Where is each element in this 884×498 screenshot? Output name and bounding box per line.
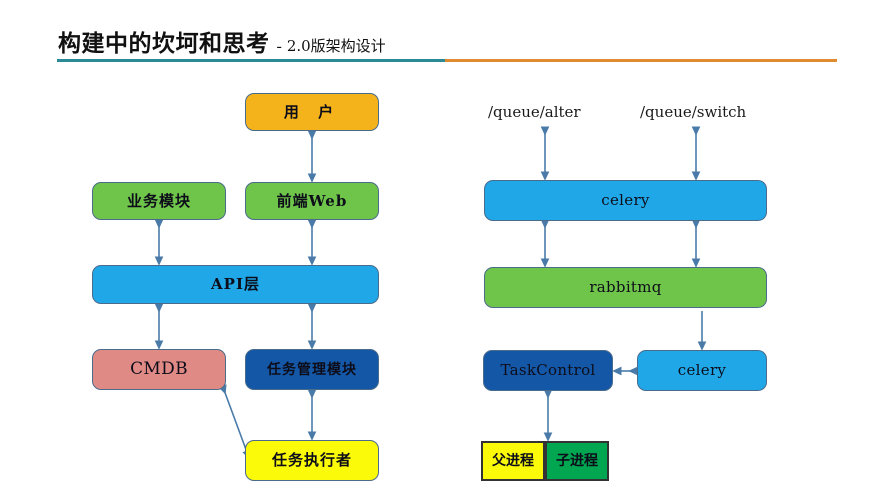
node-frontend-web[interactable]: 前端Web — [245, 182, 379, 220]
node-child-process[interactable]: 子进程 — [545, 441, 609, 481]
header-rule-left — [57, 59, 445, 62]
node-cmdb[interactable]: CMDB — [92, 349, 226, 390]
slide-header: 构建中的坎坷和思考 - 2.0版架构设计 — [0, 0, 884, 70]
node-task-control[interactable]: TaskControl — [483, 350, 613, 391]
page-title-subtitle: 2.0版架构设计 — [286, 37, 386, 55]
node-celery-top[interactable]: celery — [484, 180, 767, 221]
page-title: 构建中的坎坷和思考 - 2.0版架构设计 — [58, 24, 386, 58]
node-parent-process[interactable]: 父进程 — [481, 441, 545, 481]
label-queue-switch: /queue/switch — [640, 103, 747, 121]
node-api-layer[interactable]: API层 — [92, 265, 379, 304]
label-queue-alter: /queue/alter — [488, 103, 581, 121]
page-title-main: 构建中的坎坷和思考 — [58, 30, 270, 57]
header-rule-right — [445, 59, 837, 62]
node-task-management-module[interactable]: 任务管理模块 — [245, 349, 379, 390]
node-celery-worker[interactable]: celery — [637, 350, 767, 391]
node-task-executor[interactable]: 任务执行者 — [245, 440, 379, 481]
node-business-module[interactable]: 业务模块 — [92, 182, 226, 220]
node-user[interactable]: 用 户 — [245, 93, 379, 131]
node-rabbitmq[interactable]: rabbitmq — [484, 267, 767, 308]
page-title-separator: - — [276, 38, 282, 55]
